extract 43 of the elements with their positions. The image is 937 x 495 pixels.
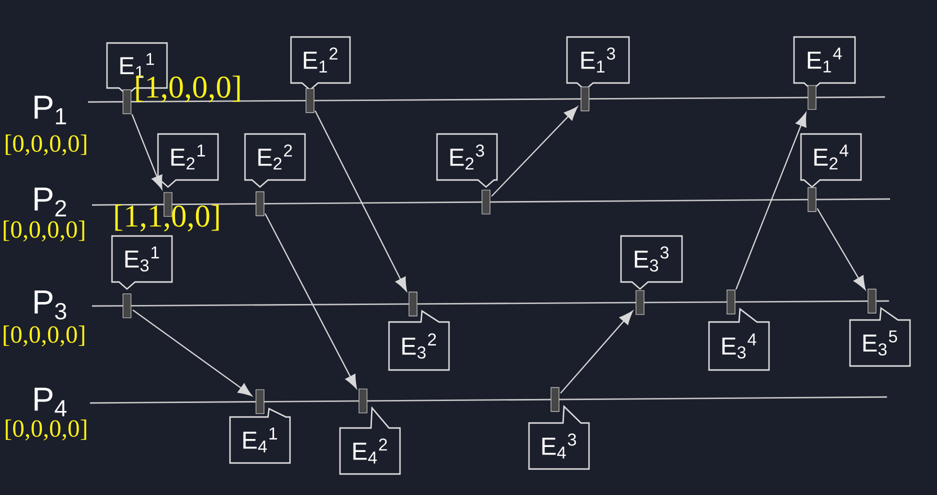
event-bar	[358, 388, 368, 414]
event-bar	[726, 290, 736, 314]
process-label: P$_{2}$	[34, 188, 66, 216]
event-bar	[580, 86, 590, 112]
callout-bubble: E$_{3}$3	[620, 235, 683, 290]
callout-bubble: E$_{2}$4	[800, 133, 862, 188]
event-bar	[636, 290, 644, 315]
callout-bubble: E$_{3}$5	[849, 306, 911, 367]
event-bar	[808, 85, 816, 110]
event-bar	[122, 89, 132, 114]
process-label: P$_{4}$	[34, 388, 67, 416]
event-bar	[868, 288, 876, 314]
callout-bubble: E$_{4}$3	[528, 404, 590, 470]
vector-clock-label: [0,0,0,0]	[4, 220, 84, 242]
event-bar	[550, 387, 560, 412]
vector-clock-label: [1,1,0,0]	[115, 204, 219, 232]
vector-clock-label: [0,0,0,0]	[4, 326, 84, 346]
callout-bubble: E$_{3}$1	[111, 235, 173, 290]
arrow	[816, 208, 866, 290]
arrow	[131, 114, 162, 190]
event-bar	[256, 191, 264, 216]
event-bar	[122, 293, 132, 318]
event-bar	[256, 389, 264, 414]
vector-clock-label: [1,0,0,0]	[136, 76, 240, 102]
process-label: P$_{1}$	[34, 96, 66, 124]
callout-bubble: E$_{2}$3	[436, 133, 498, 188]
event-bar	[306, 88, 314, 113]
callout-bubble: E$_{2}$2	[244, 133, 306, 188]
event-bar	[408, 292, 418, 316]
process-label: P$_{3}$	[34, 290, 66, 320]
event-bar	[482, 190, 490, 214]
callout-bubble: E$_{3}$4	[708, 308, 770, 371]
vector-clock-label: [0,0,0,0]	[6, 134, 86, 156]
arrow	[132, 309, 252, 396]
arrow	[491, 106, 578, 197]
arrow	[264, 213, 357, 389]
callout-bubble: E$_{3}$2	[388, 310, 450, 371]
callout-bubble: E$_{4}$2	[339, 406, 401, 475]
arrow	[314, 110, 407, 292]
vector-clock-label: [0,0,0,0]	[6, 420, 86, 440]
arrow	[735, 112, 806, 290]
arrow	[560, 310, 633, 394]
event-bar	[808, 187, 816, 212]
